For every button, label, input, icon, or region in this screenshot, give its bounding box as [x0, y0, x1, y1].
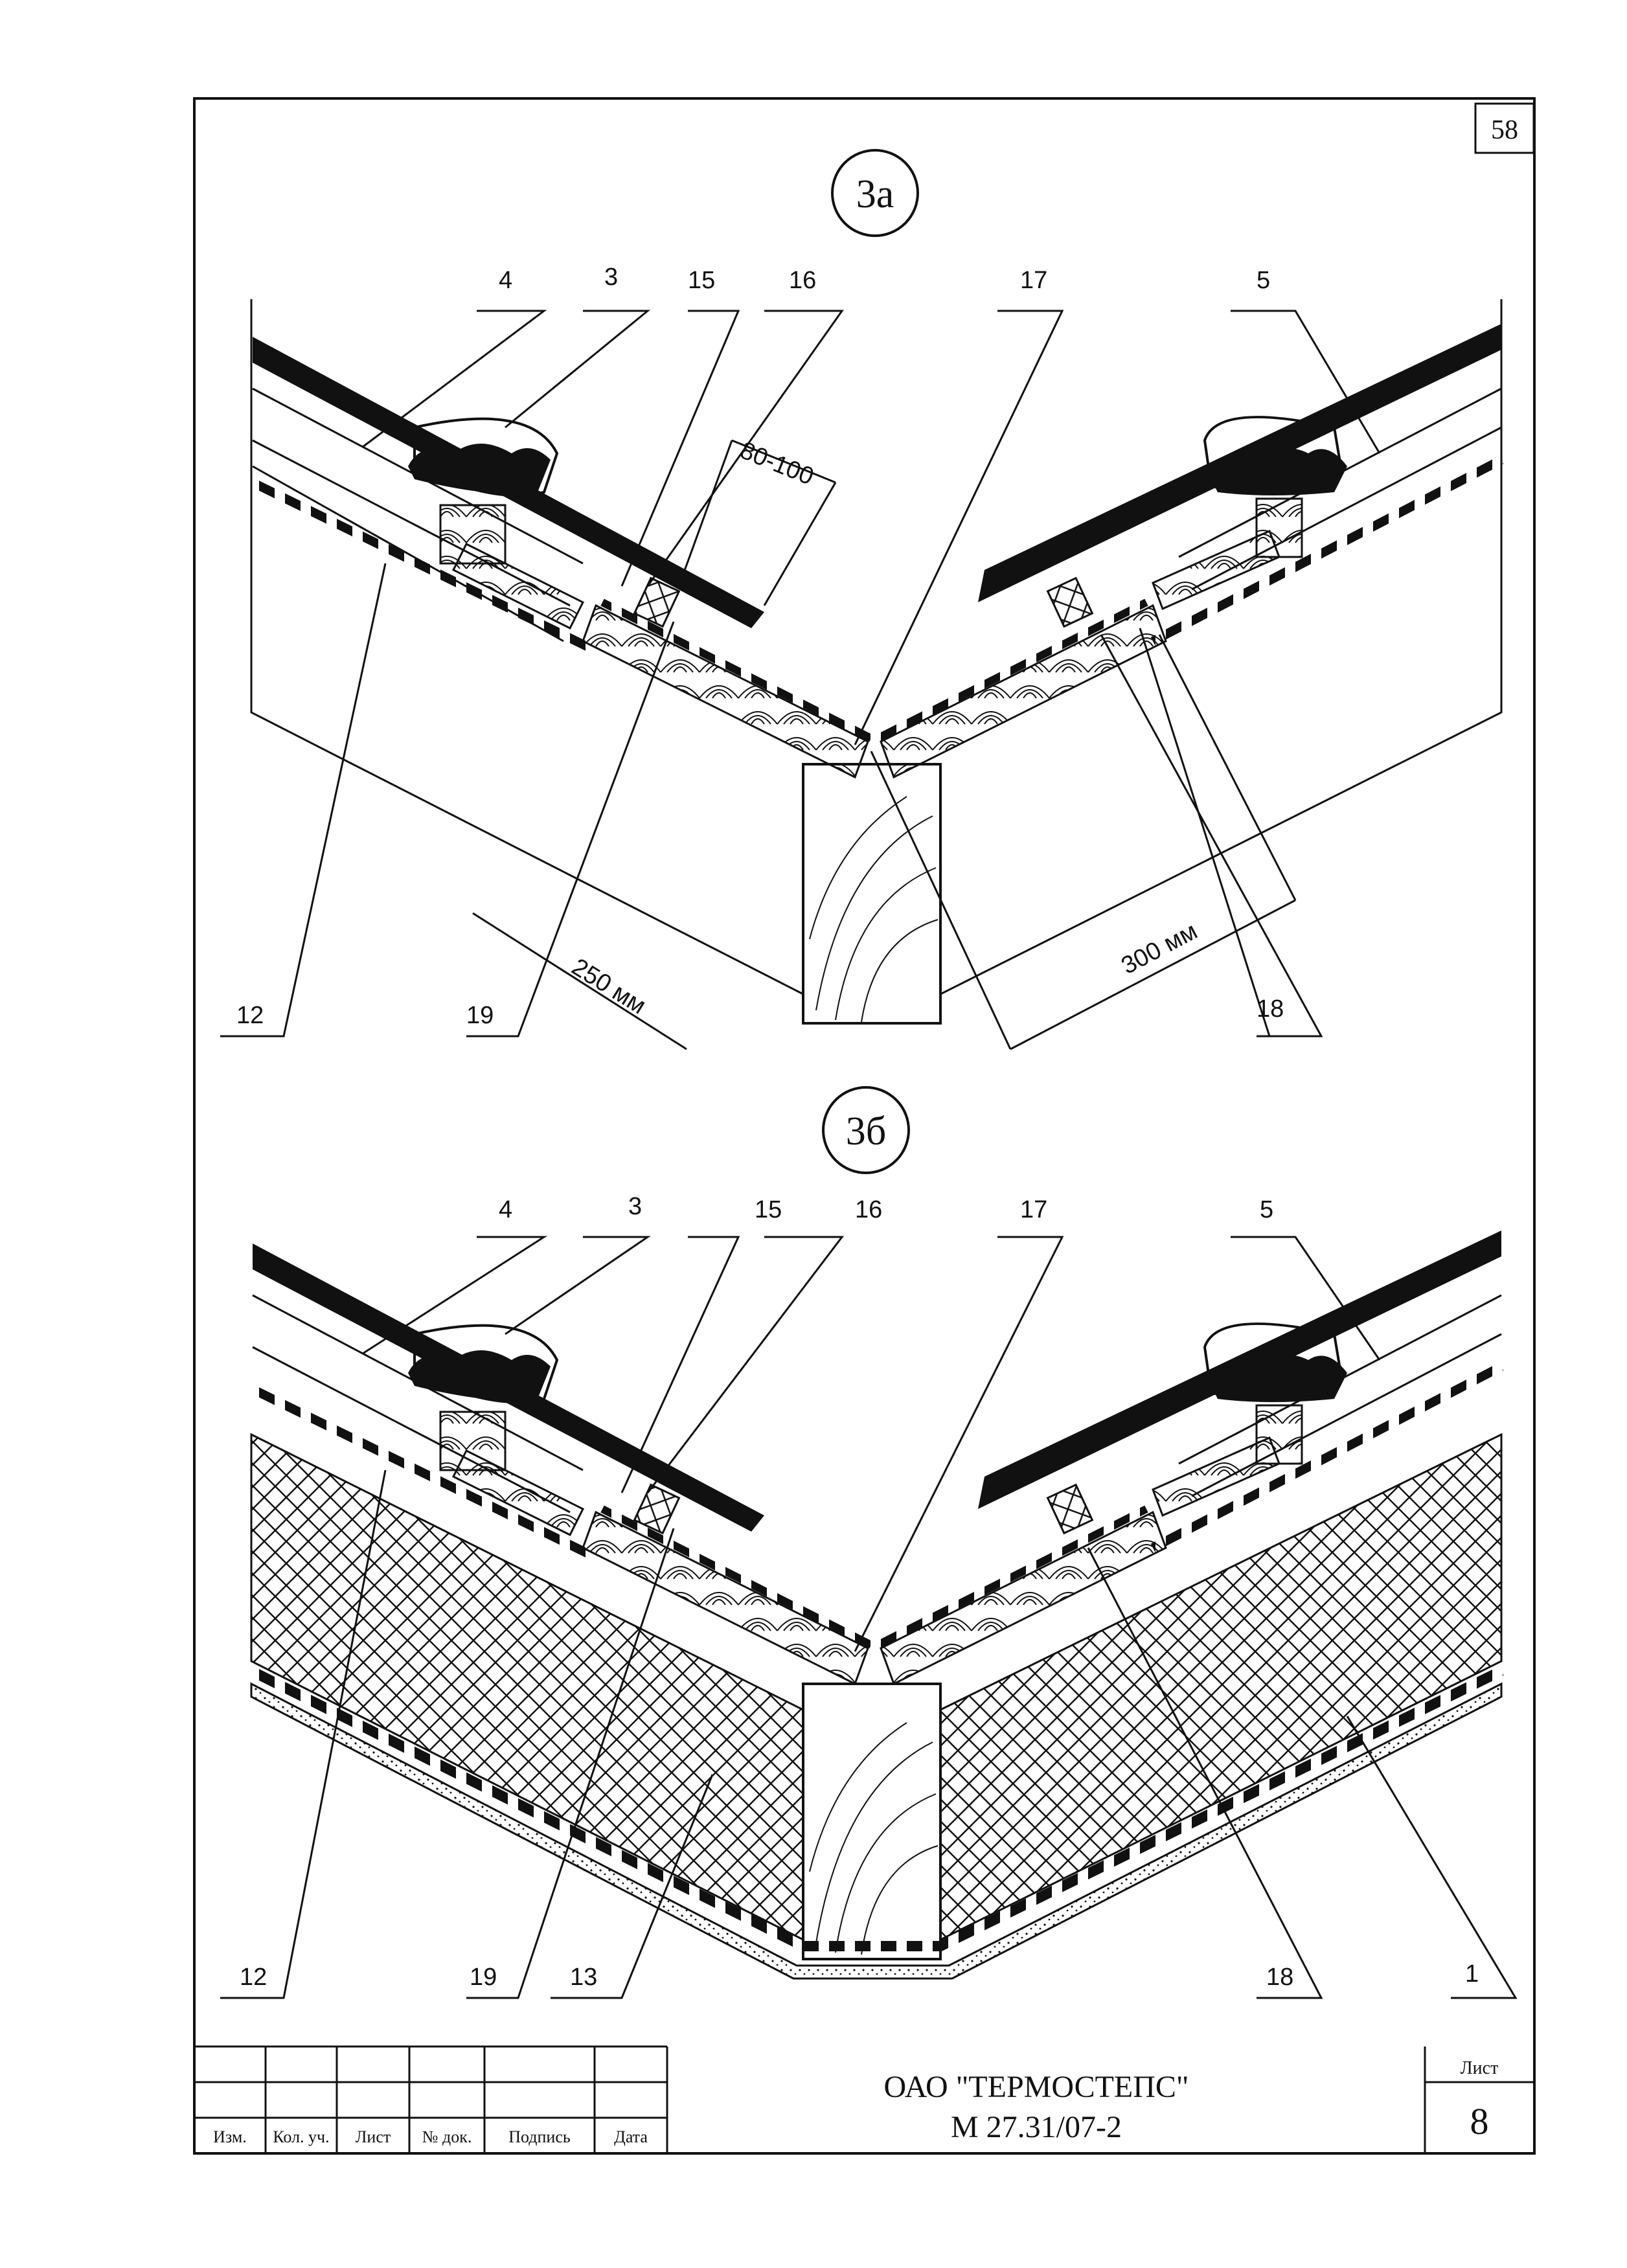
valley-insulation-left-3a — [582, 604, 869, 779]
wood-grain-3b — [809, 1722, 939, 1955]
callout-15-3a: 15 — [688, 267, 715, 294]
seal-left-3b — [633, 1483, 681, 1535]
seal-right-3b — [1046, 1483, 1094, 1535]
valley-membrane-left-3a — [600, 598, 873, 742]
ridge-seal-right-3b — [1211, 1355, 1347, 1402]
membrane-right-3b — [1150, 1362, 1504, 1552]
membrane-left-3b — [250, 1385, 592, 1559]
sheet-number: 58 — [1491, 115, 1518, 145]
sheet-frame — [193, 97, 1536, 2155]
header-kol-uch: Кол. уч. — [273, 2127, 329, 2146]
callout-16-3a: 16 — [789, 267, 816, 294]
detail-mark-3b: 3б — [846, 1109, 887, 1153]
batten-right-3a — [1152, 497, 1303, 611]
callout-15-3b: 15 — [755, 1196, 782, 1223]
ridge-seal-left-3b — [408, 1350, 551, 1401]
callout-3-3b: 3 — [628, 1193, 642, 1220]
batten-left-3a — [439, 504, 585, 630]
detail-mark-3a: 3а — [856, 172, 894, 216]
callout-17-3a: 17 — [1020, 267, 1047, 294]
title-block: Изм. Кол. уч. Лист № док. Подпись Дата О… — [194, 2045, 1534, 2153]
valley-membrane-left-3b — [600, 1505, 873, 1649]
callout-12-3a: 12 — [236, 1002, 264, 1029]
title-block-grid — [194, 2045, 1534, 2153]
header-signature: Подпись — [508, 2127, 571, 2146]
detail-mark-circle-3b — [822, 1086, 910, 1174]
callout-19-3a: 19 — [466, 1002, 494, 1029]
callout-1-3b: 1 — [1465, 1960, 1479, 1988]
wood-grain-3a — [809, 796, 939, 1023]
valley-membrane-right-3b — [876, 1505, 1148, 1649]
header-doc-no: № док. — [422, 2127, 472, 2146]
valley-membrane-right-3a — [876, 598, 1148, 742]
bottom-membrane-3b — [249, 1666, 1504, 1951]
dim-ridge-overlap-3a: 80-100 — [736, 437, 817, 490]
callout-12-3b: 12 — [240, 1964, 267, 1991]
callout-13-3b: 13 — [570, 1964, 597, 1991]
sheet-value: 8 — [1470, 2100, 1489, 2142]
valley-insulation-right-3a — [880, 604, 1167, 779]
ridge-seal-right-3a — [1211, 448, 1347, 495]
header-izm: Изм. — [213, 2127, 247, 2146]
detail-3b: 3б — [220, 1086, 1518, 1999]
ridge-seal-left-3a — [408, 444, 551, 494]
document-code: М 27.31/07-2 — [951, 2110, 1122, 2144]
detail-3a: 3а — [220, 149, 1504, 1050]
batten-left-3b — [439, 1411, 585, 1537]
header-list: Лист — [356, 2127, 391, 2146]
batten-right-3b — [1152, 1404, 1303, 1517]
callout-4-3b: 4 — [499, 1196, 512, 1223]
sheet-number-box — [1474, 102, 1535, 154]
organization-name: ОАО "ТЕРМОСТЕПС" — [884, 2070, 1189, 2104]
callout-5-3b: 5 — [1260, 1196, 1273, 1223]
rafter-beam-3a — [802, 763, 942, 1025]
membrane-left-3a — [250, 478, 592, 652]
membrane-right-3a — [1150, 455, 1504, 646]
callout-18-3a: 18 — [1257, 995, 1284, 1023]
callout-17-3b: 17 — [1020, 1196, 1047, 1223]
header-date: Дата — [614, 2127, 648, 2146]
callout-3-3a: 3 — [604, 264, 618, 291]
dim-left-3a: 250 мм — [567, 953, 650, 1020]
sheet-label: Лист — [1461, 2058, 1499, 2078]
callout-18-3b: 18 — [1266, 1964, 1293, 1991]
slope-outline-3a — [250, 299, 1503, 995]
dimensions-3a — [472, 439, 1297, 1050]
bottom-board-3b — [250, 1682, 1503, 1980]
leaders-3b — [220, 1236, 1518, 1999]
seal-left-3a — [633, 576, 681, 628]
valley-insulation-right-3b — [880, 1510, 1167, 1686]
seal-right-3a — [1046, 576, 1094, 628]
callout-16-3b: 16 — [855, 1196, 882, 1223]
rafter-beam-3b — [802, 1683, 942, 1960]
callout-5-3a: 5 — [1257, 267, 1270, 294]
callout-19-3b: 19 — [470, 1964, 497, 1991]
valley-insulation-left-3b — [582, 1510, 869, 1686]
detail-mark-circle-3a — [831, 149, 919, 237]
callout-4-3a: 4 — [499, 267, 512, 294]
leaders-3a — [220, 310, 1381, 1038]
